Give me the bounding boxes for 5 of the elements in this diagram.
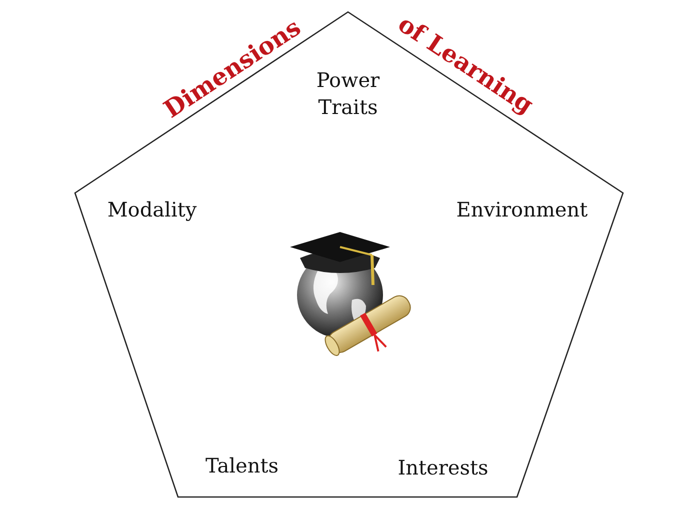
dimension-label: Interests (398, 454, 488, 482)
dimension-label: Talents (205, 452, 279, 480)
dimension-label: Modality (107, 196, 197, 224)
dimension-label: Environment (456, 196, 588, 224)
dimension-label: Power Traits (315, 67, 381, 121)
